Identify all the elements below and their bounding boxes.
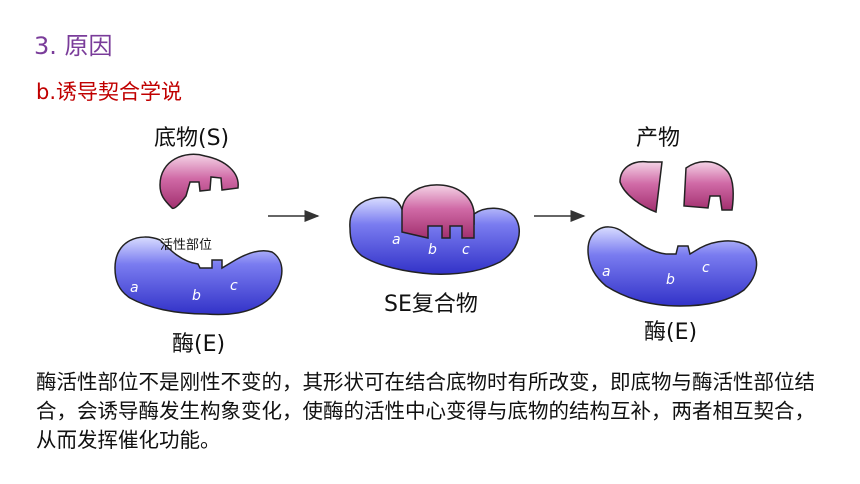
site-letter-c-right: c (702, 260, 710, 276)
site-letter-a-left: a (130, 280, 139, 296)
site-letter-a-right: a (602, 264, 611, 280)
site-letter-b-left: b (192, 288, 201, 304)
sub-title: b.诱导契合学说 (36, 80, 183, 104)
complex-label: SE复合物 (384, 292, 478, 317)
substrate-label: 底物(S) (154, 126, 230, 151)
site-letter-b-right: b (666, 272, 675, 288)
product-left-shape (619, 160, 663, 214)
complex-enzyme-shape (349, 196, 520, 275)
active-site-label: 活性部位 (160, 238, 213, 253)
site-letter-a-complex: a (392, 232, 401, 248)
site-letter-b-complex: b (428, 242, 437, 258)
site-letter-c-complex: c (462, 242, 470, 258)
product-label: 产物 (636, 126, 681, 151)
enzyme-left-shape (114, 236, 283, 316)
product-right-shape (683, 160, 734, 211)
site-letter-c-left: c (230, 278, 238, 294)
enzyme-right-label: 酶(E) (644, 320, 698, 345)
substrate-shape (159, 153, 239, 210)
enzyme-left-label: 酶(E) (172, 332, 226, 357)
complex-substrate-shape (401, 184, 475, 239)
section-title: 3. 原因 (34, 32, 113, 60)
description-text: 酶活性部位不是刚性不变的，其形状可在结合底物时有所改变，即底物与酶活性部位结合，… (36, 370, 815, 452)
enzyme-right-shape (587, 226, 758, 307)
